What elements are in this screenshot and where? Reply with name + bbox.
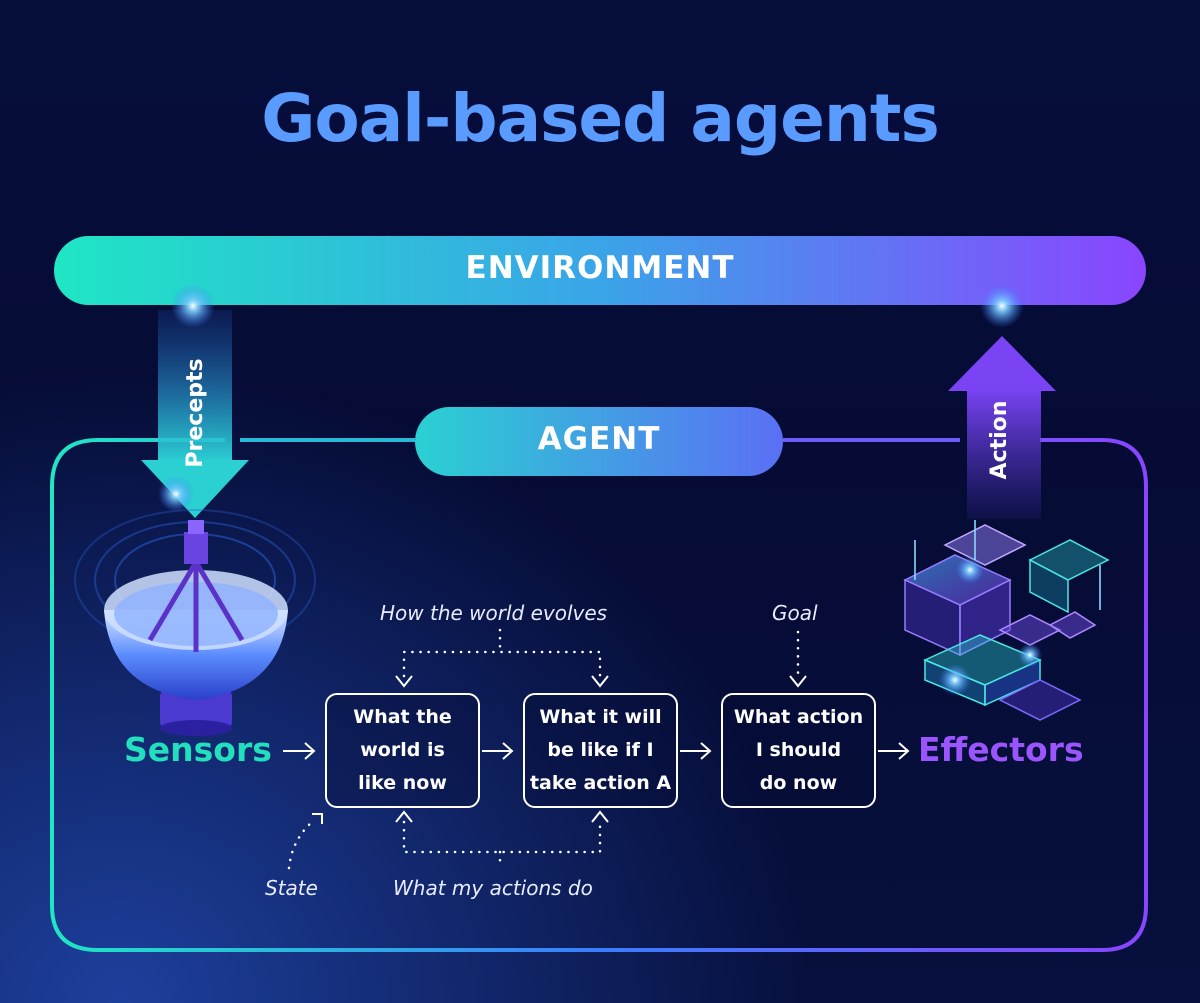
glow-environment-right [980,284,1024,328]
actions-connector [402,820,602,870]
arrow-world-to-will [482,742,514,760]
effectors-label: Effectors [918,730,1084,769]
arrow-sensors-to-world [283,742,316,760]
page-title: Goal-based agents [261,80,939,157]
annotation-actions-do: What my actions do [393,876,593,900]
state-connector [287,820,314,870]
environment-bar [54,236,1146,305]
action-arrow [948,336,1056,519]
box-world-now: What the world is like now [325,693,480,808]
arrow-will-to-action [680,742,712,760]
box-action-now: What action I should do now [721,693,876,808]
glow-environment-left [171,284,215,328]
glowing-cubes-icon [903,520,1110,721]
annotation-goal: Goal [772,601,818,625]
glow-precepts-tip [158,476,194,512]
evolves-connector [402,628,602,678]
agent-label: AGENT [537,421,661,457]
precepts-arrow [141,310,249,518]
agent-frame [50,438,1148,952]
annotation-state: State [265,876,318,900]
satellite-dish-icon [74,509,316,736]
dotted-connectors [287,628,800,870]
precepts-label: Precepts [183,358,208,468]
connector-arrowheads [312,675,807,824]
sensors-label: Sensors [124,730,272,769]
action-label: Action [987,400,1012,480]
agent-pill [415,407,783,476]
environment-label: ENVIRONMENT [465,250,735,286]
arrow-action-to-effectors [878,742,910,760]
flow-arrows [283,742,910,760]
box-will-be-like: What it will be like if I take action A [523,693,678,808]
annotation-world-evolves: How the world evolves [380,601,608,625]
